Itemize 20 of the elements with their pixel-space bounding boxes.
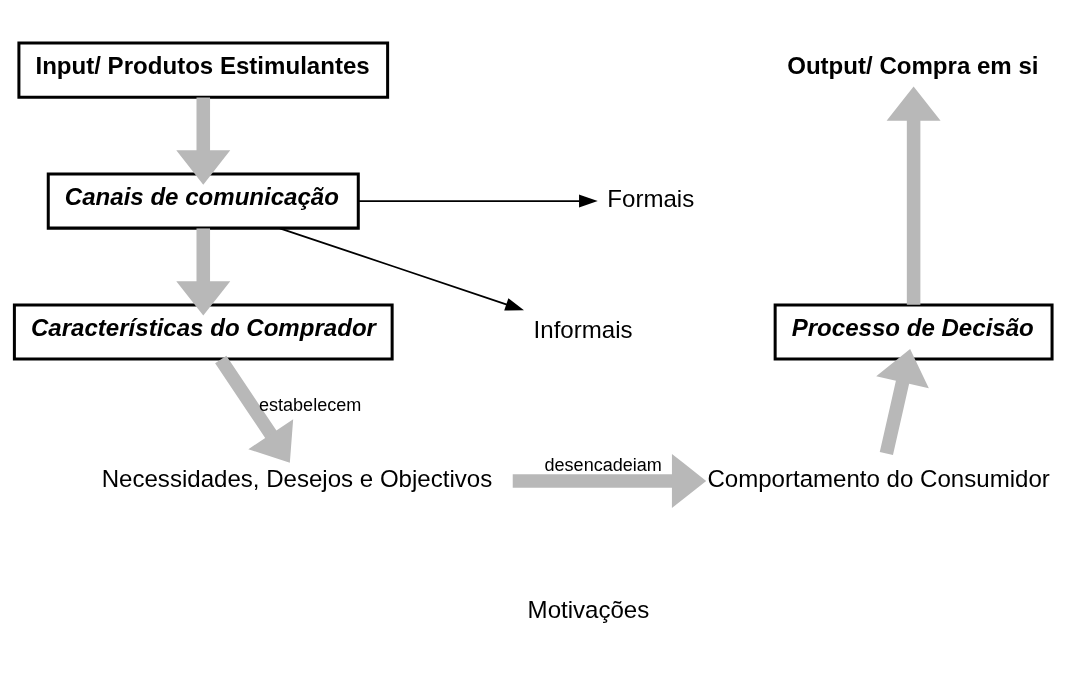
arrow: [176, 228, 231, 316]
node-box: Input/ Produtos Estimulantes: [17, 41, 390, 99]
node-box: Canais de comunicação: [46, 172, 360, 230]
node-text: Comportamento do Consumidor: [707, 464, 1050, 492]
node-box: Características do Comprador: [12, 303, 394, 361]
edge-label: desencadeiam: [544, 455, 662, 476]
node-text: Informais: [533, 315, 633, 343]
node-text: Formais: [607, 184, 695, 212]
node-box: Processo de Decisão: [773, 303, 1054, 361]
node-text: Necessidades, Desejos e Objectivos: [101, 464, 493, 492]
arrow: [176, 97, 231, 185]
arrow: [512, 454, 707, 508]
arrow: [886, 86, 941, 305]
edge-label: estabelecem: [258, 395, 362, 416]
arrow: [357, 194, 598, 208]
node-text: Output/ Compra em si: [787, 52, 1039, 80]
label: Motivações: [527, 595, 650, 623]
arrow: [278, 227, 524, 311]
arrow: [876, 348, 929, 456]
arrow: [215, 355, 294, 463]
